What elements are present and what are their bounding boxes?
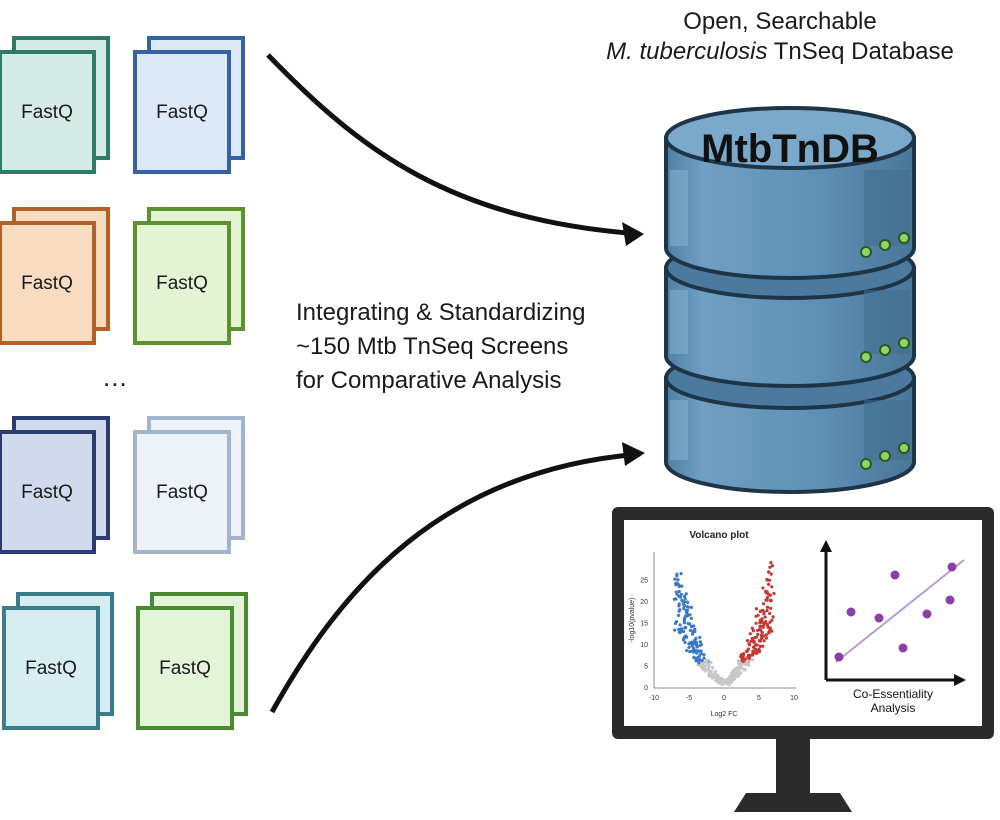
- fastq-label: FastQ: [21, 102, 73, 123]
- volcano-y-label: -log10(pvalue): [629, 598, 636, 643]
- fastq-label: FastQ: [156, 482, 208, 503]
- volcano-y-tick: 5: [644, 664, 648, 671]
- fastq-file-1: FastQ: [0, 36, 110, 174]
- fastq-label: FastQ: [156, 273, 208, 294]
- fastq-label: FastQ: [21, 482, 73, 503]
- arrow-top-head: [622, 222, 644, 246]
- ellipsis: ...: [103, 362, 128, 392]
- volcano-plot: Volcano plot 0 5 10 15 20 25 -10 -5 0 5 10 Log2 F…: [629, 530, 798, 718]
- fastq-file-group: FastQ FastQ FastQ FastQ FastQ FastQ FastQ FastQ: [0, 36, 248, 730]
- header-line2-rest: TnSeq Database: [767, 38, 954, 65]
- fastq-file-5: FastQ: [0, 416, 110, 554]
- database-cylinder: MtbTnDB: [664, 106, 916, 494]
- fastq-label: FastQ: [156, 102, 208, 123]
- fastq-file-3: FastQ: [0, 207, 110, 345]
- header-species: M. tuberculosis: [606, 38, 768, 65]
- arrow-bottom-head: [622, 442, 645, 466]
- volcano-x-tick: -5: [686, 695, 692, 702]
- volcano-y-tick: 20: [640, 599, 648, 606]
- volcano-x-label: Log2 FC: [711, 711, 738, 718]
- regression-line: [835, 559, 965, 663]
- volcano-title: Volcano plot: [689, 530, 749, 541]
- coessentiality-label-line1: Co-Essentiality: [853, 687, 933, 701]
- middle-line3: for Comparative Analysis: [296, 367, 562, 394]
- fastq-file-2: FastQ: [133, 36, 245, 174]
- fastq-file-7: FastQ: [2, 592, 114, 730]
- middle-line1: Integrating & Standardizing: [296, 299, 586, 326]
- arrow-top: [266, 53, 641, 237]
- database-label: MtbTnDB: [701, 127, 879, 171]
- coessentiality-label-line2: Analysis: [871, 701, 916, 715]
- fastq-file-4: FastQ: [133, 207, 245, 345]
- arrow-bottom: [269, 451, 641, 714]
- volcano-x-tick: 10: [790, 695, 798, 702]
- monitor: [612, 507, 994, 812]
- middle-line2: ~150 Mtb TnSeq Screens: [296, 333, 569, 360]
- fastq-file-6: FastQ: [133, 416, 245, 554]
- middle-description: Integrating & Standardizing ~150 Mtb TnS…: [296, 296, 586, 398]
- volcano-x-tick: 5: [757, 695, 761, 702]
- led-indicators: [860, 232, 910, 470]
- fastq-label: FastQ: [21, 273, 73, 294]
- fastq-label: FastQ: [25, 658, 77, 679]
- coessentiality-plot: Co-Essentiality Analysis: [820, 540, 966, 715]
- volcano-points: [672, 561, 776, 687]
- header-line1: Open, Searchable: [683, 8, 877, 35]
- fastq-file-8: FastQ: [136, 592, 248, 730]
- volcano-y-tick: 0: [644, 685, 648, 692]
- fastq-label: FastQ: [159, 658, 211, 679]
- volcano-y-tick: 10: [640, 642, 648, 649]
- volcano-y-tick: 25: [640, 578, 648, 585]
- volcano-y-tick: 15: [640, 621, 648, 628]
- header-line2: M. tuberculosis TnSeq Database: [560, 38, 1000, 66]
- volcano-x-tick: 0: [722, 695, 726, 702]
- scatter-points: [834, 562, 957, 662]
- volcano-x-tick: -10: [649, 695, 659, 702]
